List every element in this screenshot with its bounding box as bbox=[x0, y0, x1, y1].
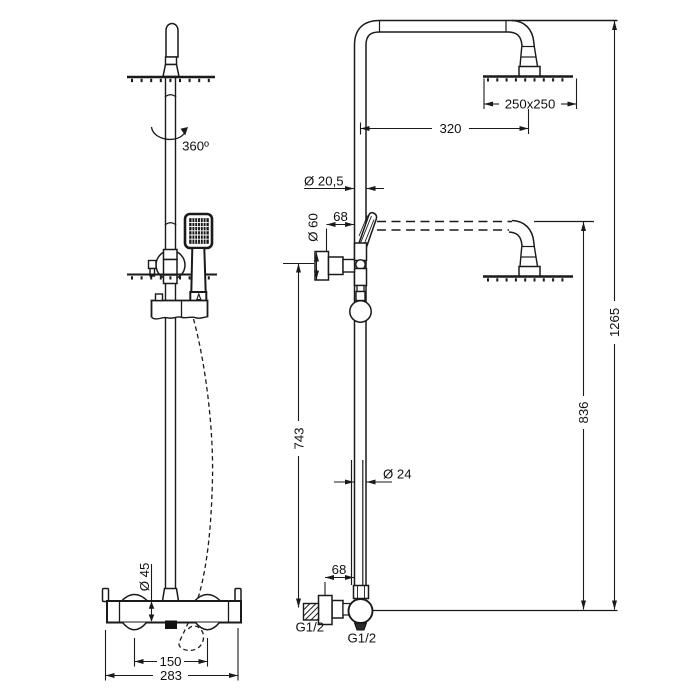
dim-riser-height-label: 743 bbox=[292, 427, 307, 449]
bottom-outlet bbox=[353, 622, 368, 631]
pipe-top-cap bbox=[165, 22, 179, 58]
dim-wall-offset-top: 68 bbox=[325, 209, 354, 252]
valve-handle-left bbox=[101, 587, 110, 603]
wall-thread-label: G1/2 bbox=[296, 620, 325, 635]
side-view: 250x250 320 Ø 20,5 68 Ø 60 bbox=[283, 19, 622, 646]
wall-valve bbox=[302, 584, 374, 631]
dim-lower-pipe-diameter-label: Ø 24 bbox=[383, 467, 412, 482]
riser-pipe-front bbox=[164, 77, 177, 589]
dim-valve-width: 283 bbox=[104, 628, 239, 683]
dim-outlet-height: 836 bbox=[576, 222, 591, 610]
inlet-nut-left bbox=[121, 622, 148, 631]
dim-wall-offset-top-label: 68 bbox=[333, 209, 348, 224]
hose-outlet bbox=[165, 620, 177, 629]
riser-pipe-side bbox=[353, 19, 618, 586]
inlet-nut-right bbox=[194, 622, 221, 631]
shower-arm-and-head bbox=[483, 19, 573, 82]
front-view: 360º bbox=[101, 22, 242, 683]
hose-side bbox=[350, 460, 364, 585]
dim-inlet-spacing: 150 bbox=[133, 638, 209, 669]
diverter-lever bbox=[356, 211, 378, 252]
dim-head-size: 250x250 bbox=[483, 78, 578, 134]
clamp-knob bbox=[147, 259, 157, 270]
slider-bracket bbox=[150, 293, 209, 320]
wall-thread-connector bbox=[302, 602, 320, 621]
dim-valve-diameter: Ø 45 bbox=[137, 563, 155, 622]
dim-total-height: 1265 bbox=[607, 21, 622, 610]
dim-lower-pipe-diameter: Ø 24 bbox=[334, 467, 412, 485]
dim-arm-reach-label: 320 bbox=[439, 121, 461, 136]
dim-wall-offset-bottom-label: 68 bbox=[332, 562, 347, 577]
dim-outlet-height-label: 836 bbox=[576, 401, 591, 423]
valve-handle-right bbox=[234, 587, 242, 603]
dim-total-height-label: 1265 bbox=[607, 308, 622, 337]
dim-upper-pipe-diameter-label: Ø 20,5 bbox=[304, 174, 344, 189]
hand-shower bbox=[183, 212, 214, 302]
dim-wall-flange-diameter: Ø 60 bbox=[306, 213, 321, 280]
diverter-holder bbox=[147, 248, 186, 285]
hose-nut bbox=[352, 584, 370, 600]
rotation-label: 360º bbox=[182, 139, 209, 154]
lowered-arm-position bbox=[377, 218, 575, 282]
overhead-shower-front bbox=[127, 22, 215, 83]
dim-arm-reach: 320 bbox=[359, 121, 529, 136]
mixer-valve bbox=[101, 587, 242, 631]
rotation-arrow: 360º bbox=[150, 126, 209, 154]
outlet-thread-label: G1/2 bbox=[348, 631, 377, 646]
dim-head-size-label: 250x250 bbox=[505, 97, 556, 112]
ball-joint bbox=[349, 300, 372, 323]
hand-shower-handle bbox=[190, 247, 207, 293]
dim-upper-pipe-diameter: Ø 20,5 bbox=[304, 174, 384, 191]
dim-valve-width-label: 283 bbox=[160, 668, 182, 683]
diverter-side bbox=[314, 211, 378, 323]
dim-wall-flange-diameter-label: Ø 60 bbox=[306, 213, 321, 242]
dim-valve-diameter-label: Ø 45 bbox=[137, 563, 152, 592]
dim-inlet-spacing-label: 150 bbox=[159, 654, 181, 669]
valve-body bbox=[106, 600, 242, 624]
valve-ball-body bbox=[347, 598, 374, 624]
dim-wall-offset-bottom: 68 bbox=[324, 562, 354, 596]
dim-riser-height: 743 bbox=[283, 262, 314, 608]
